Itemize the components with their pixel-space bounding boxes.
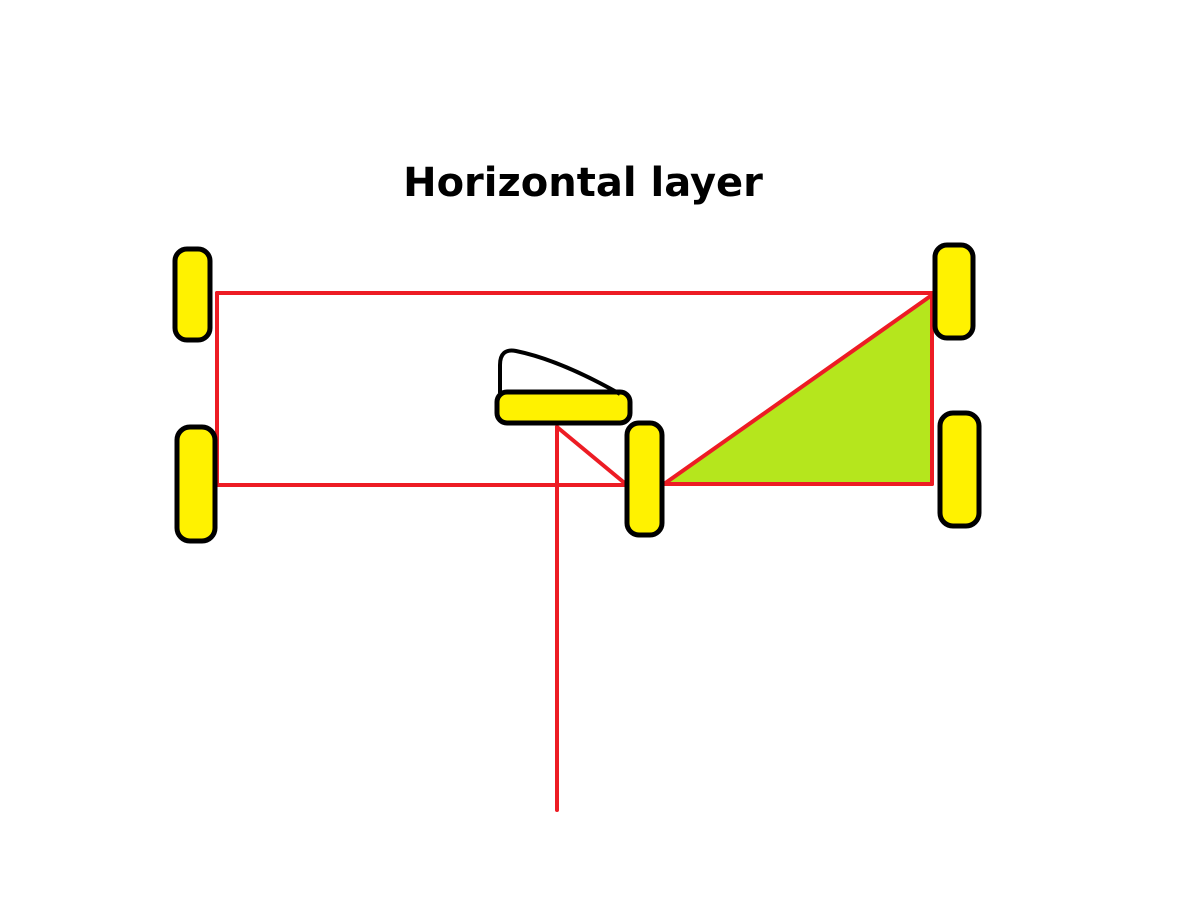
horizontal-wheel	[494, 389, 633, 426]
center-diagonal-line	[555, 425, 629, 487]
red-frame	[215, 291, 934, 812]
wheel-middle	[624, 420, 665, 538]
diagram-title: Horizontal layer	[403, 160, 763, 206]
wheel-bottom-right	[937, 410, 982, 529]
triangle-diagonal-line	[662, 293, 934, 486]
curved-outline	[498, 348, 621, 396]
wheel-top-right	[932, 242, 976, 341]
wheel-bottom-left	[174, 424, 218, 544]
wheel-top-left	[172, 246, 213, 343]
